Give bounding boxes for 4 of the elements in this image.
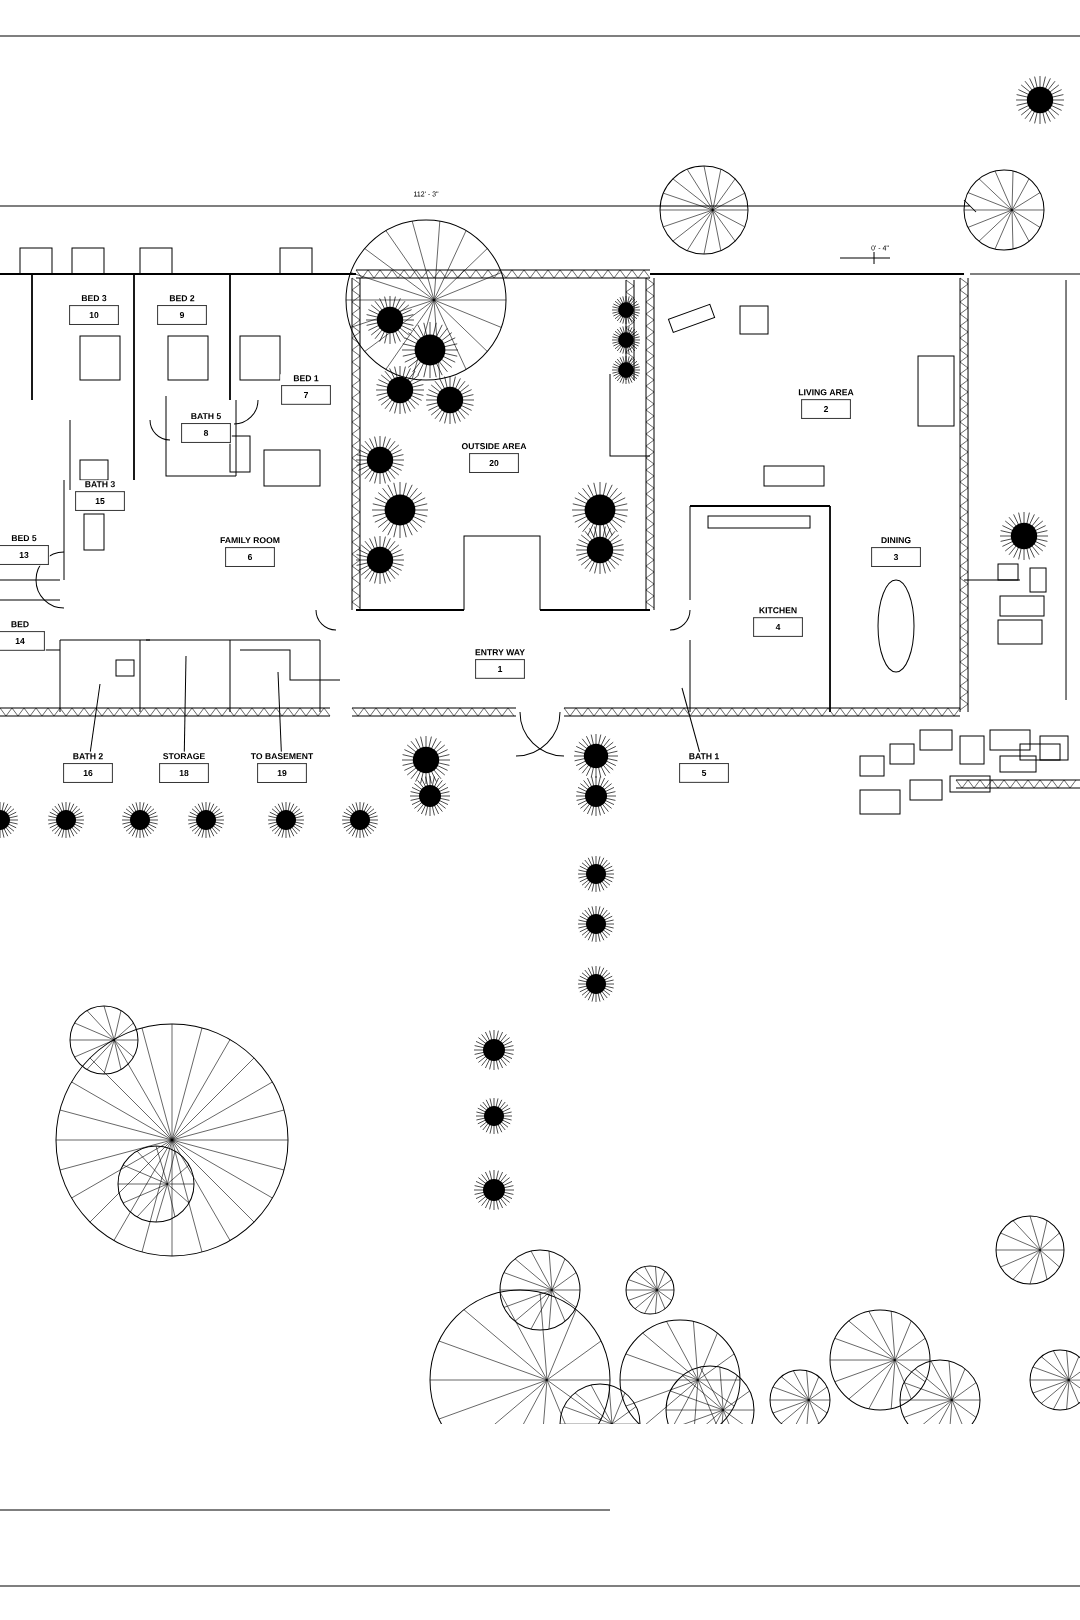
leader-line [681,687,701,753]
leader-line [277,671,282,753]
leader-line [89,683,101,753]
leader-line [183,655,187,753]
